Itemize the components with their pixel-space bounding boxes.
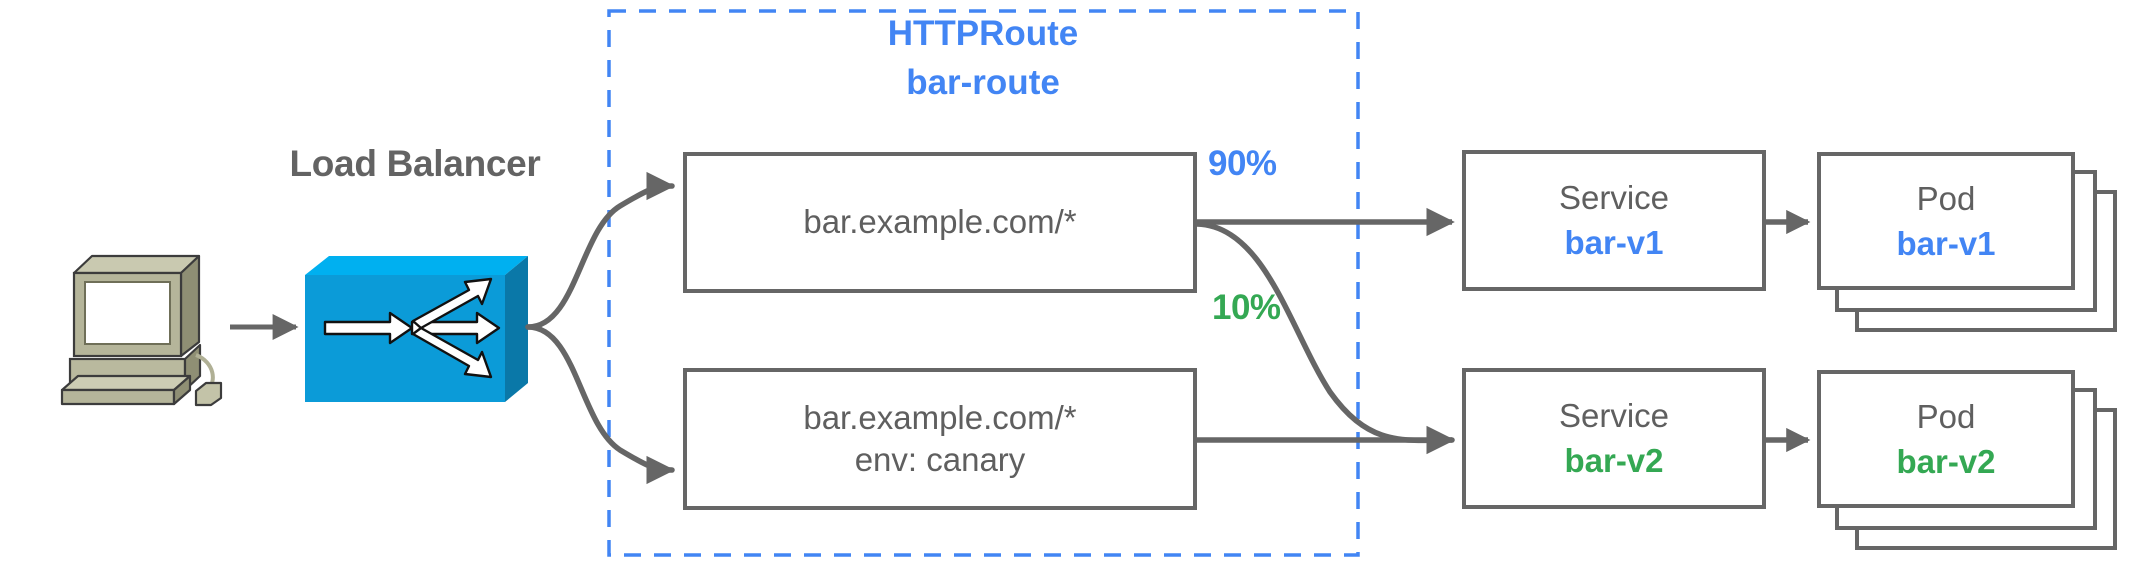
- load-balancer-label: Load Balancer: [289, 143, 541, 184]
- rule-2-match-line-2: env: canary: [854, 441, 1026, 478]
- service-v1-name: bar-v1: [1564, 224, 1664, 261]
- weight-label-10: 10%: [1212, 288, 1281, 327]
- edge-rule1-to-service-v2: [1194, 221, 1455, 455]
- edge-lb-to-rule-2: [525, 324, 675, 485]
- rule-1-match-line-1: bar.example.com/*: [803, 203, 1077, 241]
- desktop-computer-icon: [60, 254, 223, 407]
- pod-box-bar-v1[interactable]: Pod bar-v1: [1817, 152, 2075, 290]
- rule-box-2[interactable]: bar.example.com/* env: canary: [683, 368, 1197, 510]
- pod-v1-name: bar-v1: [1896, 224, 1996, 262]
- load-balancer-switch-icon: [305, 256, 528, 402]
- service-box-bar-v1[interactable]: Service bar-v1: [1462, 150, 1766, 291]
- pod-v2-kind: Pod: [1916, 397, 1976, 435]
- httproute-title: HTTPRoute bar-route: [733, 16, 1233, 100]
- rule-2-match-line-1: bar.example.com/*: [803, 398, 1077, 436]
- httproute-kind: HTTPRoute: [887, 14, 1079, 53]
- service-v1-kind: Service: [1558, 179, 1670, 217]
- pod-box-bar-v2[interactable]: Pod bar-v2: [1817, 370, 2075, 508]
- service-box-bar-v2[interactable]: Service bar-v2: [1462, 368, 1766, 509]
- edge-lb-to-rule-1: [525, 171, 675, 330]
- service-v2-name: bar-v2: [1564, 442, 1664, 479]
- pod-v2-name: bar-v2: [1896, 442, 1996, 480]
- httproute-name: bar-route: [906, 63, 1060, 102]
- service-v2-kind: Service: [1558, 397, 1670, 435]
- rule-box-1[interactable]: bar.example.com/*: [683, 152, 1197, 293]
- weight-label-90: 90%: [1208, 144, 1277, 183]
- pod-v1-kind: Pod: [1916, 179, 1976, 217]
